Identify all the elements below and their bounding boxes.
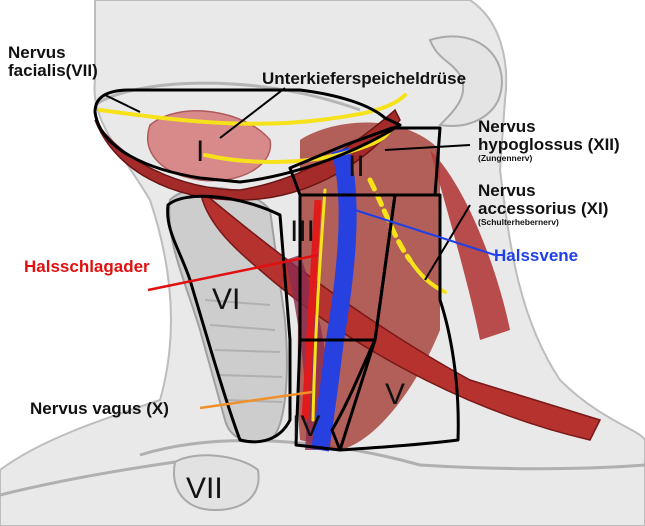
zone-VI-label: VI [212, 283, 240, 317]
zone-II-label: II [348, 150, 365, 184]
submandibular-label: Unterkieferspeicheldrüse [262, 70, 466, 88]
facialis-label-line2: facialis(VII) [8, 62, 98, 80]
facialis-label-line1: Nervus [8, 44, 98, 62]
accessorius-label: Nervus accessorius (XI) (Schulterheberne… [478, 182, 608, 227]
zone-V-label: V [385, 378, 405, 412]
zone-IV-label: IV [292, 410, 320, 444]
hypoglossus-label: Nervus hypoglossus (XII) (Zungennerv) [478, 118, 620, 163]
accessorius-label-line2: accessorius (XI) [478, 200, 608, 218]
halsvene-label: Halssvene [494, 247, 578, 265]
accessorius-label-line1: Nervus [478, 182, 608, 200]
zone-I-label: I [196, 135, 204, 169]
zone-VII-label: VII [186, 472, 223, 506]
zone-III-label: III [290, 215, 315, 249]
accessorius-label-sub: (Schulterhebernerv) [478, 218, 608, 227]
hypoglossus-label-line2: hypoglossus (XII) [478, 136, 620, 154]
hypoglossus-label-sub: (Zungennerv) [478, 154, 620, 163]
halsschlagader-label: Halsschlagader [24, 258, 150, 276]
facialis-label: Nervus facialis(VII) [8, 44, 98, 80]
vagus-label: Nervus vagus (X) [30, 400, 169, 418]
hypoglossus-label-line1: Nervus [478, 118, 620, 136]
